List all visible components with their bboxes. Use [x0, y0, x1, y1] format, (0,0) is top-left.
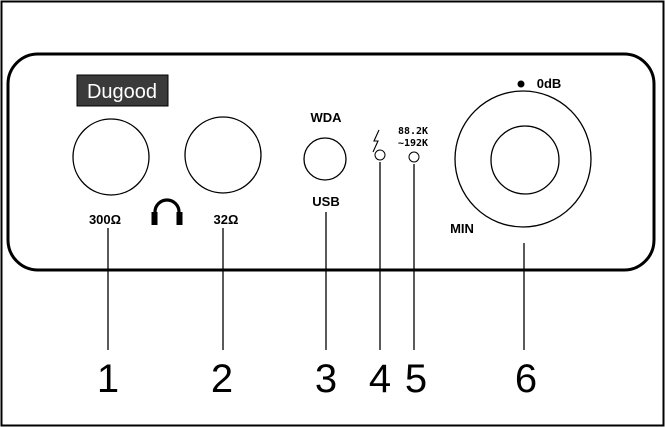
sample-rate-line2: ~192K [398, 138, 428, 149]
selector-top-label: WDA [310, 110, 342, 125]
sample-rate-line1: 88.2K [398, 126, 428, 137]
volume-max-label: 0dB [537, 76, 562, 91]
sample-rate-led [408, 151, 420, 163]
power-led [374, 149, 386, 161]
volume-knob-outer [454, 90, 592, 228]
front-panel [6, 52, 656, 272]
callout-number-3: 3 [315, 357, 337, 401]
logo-background [76, 74, 169, 107]
headphone-icon [151, 198, 183, 225]
input-selector-button [303, 137, 347, 181]
callout-number-5: 5 [405, 357, 427, 401]
volume-min-label: MIN [450, 221, 474, 236]
volume-knob-inner [490, 125, 560, 195]
jack-300-label: 300Ω [89, 212, 121, 227]
lightning-bolt-icon [372, 129, 380, 153]
logo-text: Dugood [87, 81, 157, 103]
jack-32-label: 32Ω [214, 212, 239, 227]
callout-number-1: 1 [97, 357, 119, 401]
callout-number-4: 4 [369, 357, 391, 401]
headphone-jack-300-ohm [72, 118, 150, 196]
brand-logo: Dugood [76, 74, 169, 107]
headphone-jack-32-ohm [184, 116, 262, 194]
callout-number-2: 2 [211, 357, 233, 401]
max-marker-dot [517, 80, 525, 88]
selector-bottom-label: USB [312, 194, 339, 209]
callout-number-6: 6 [515, 357, 537, 401]
